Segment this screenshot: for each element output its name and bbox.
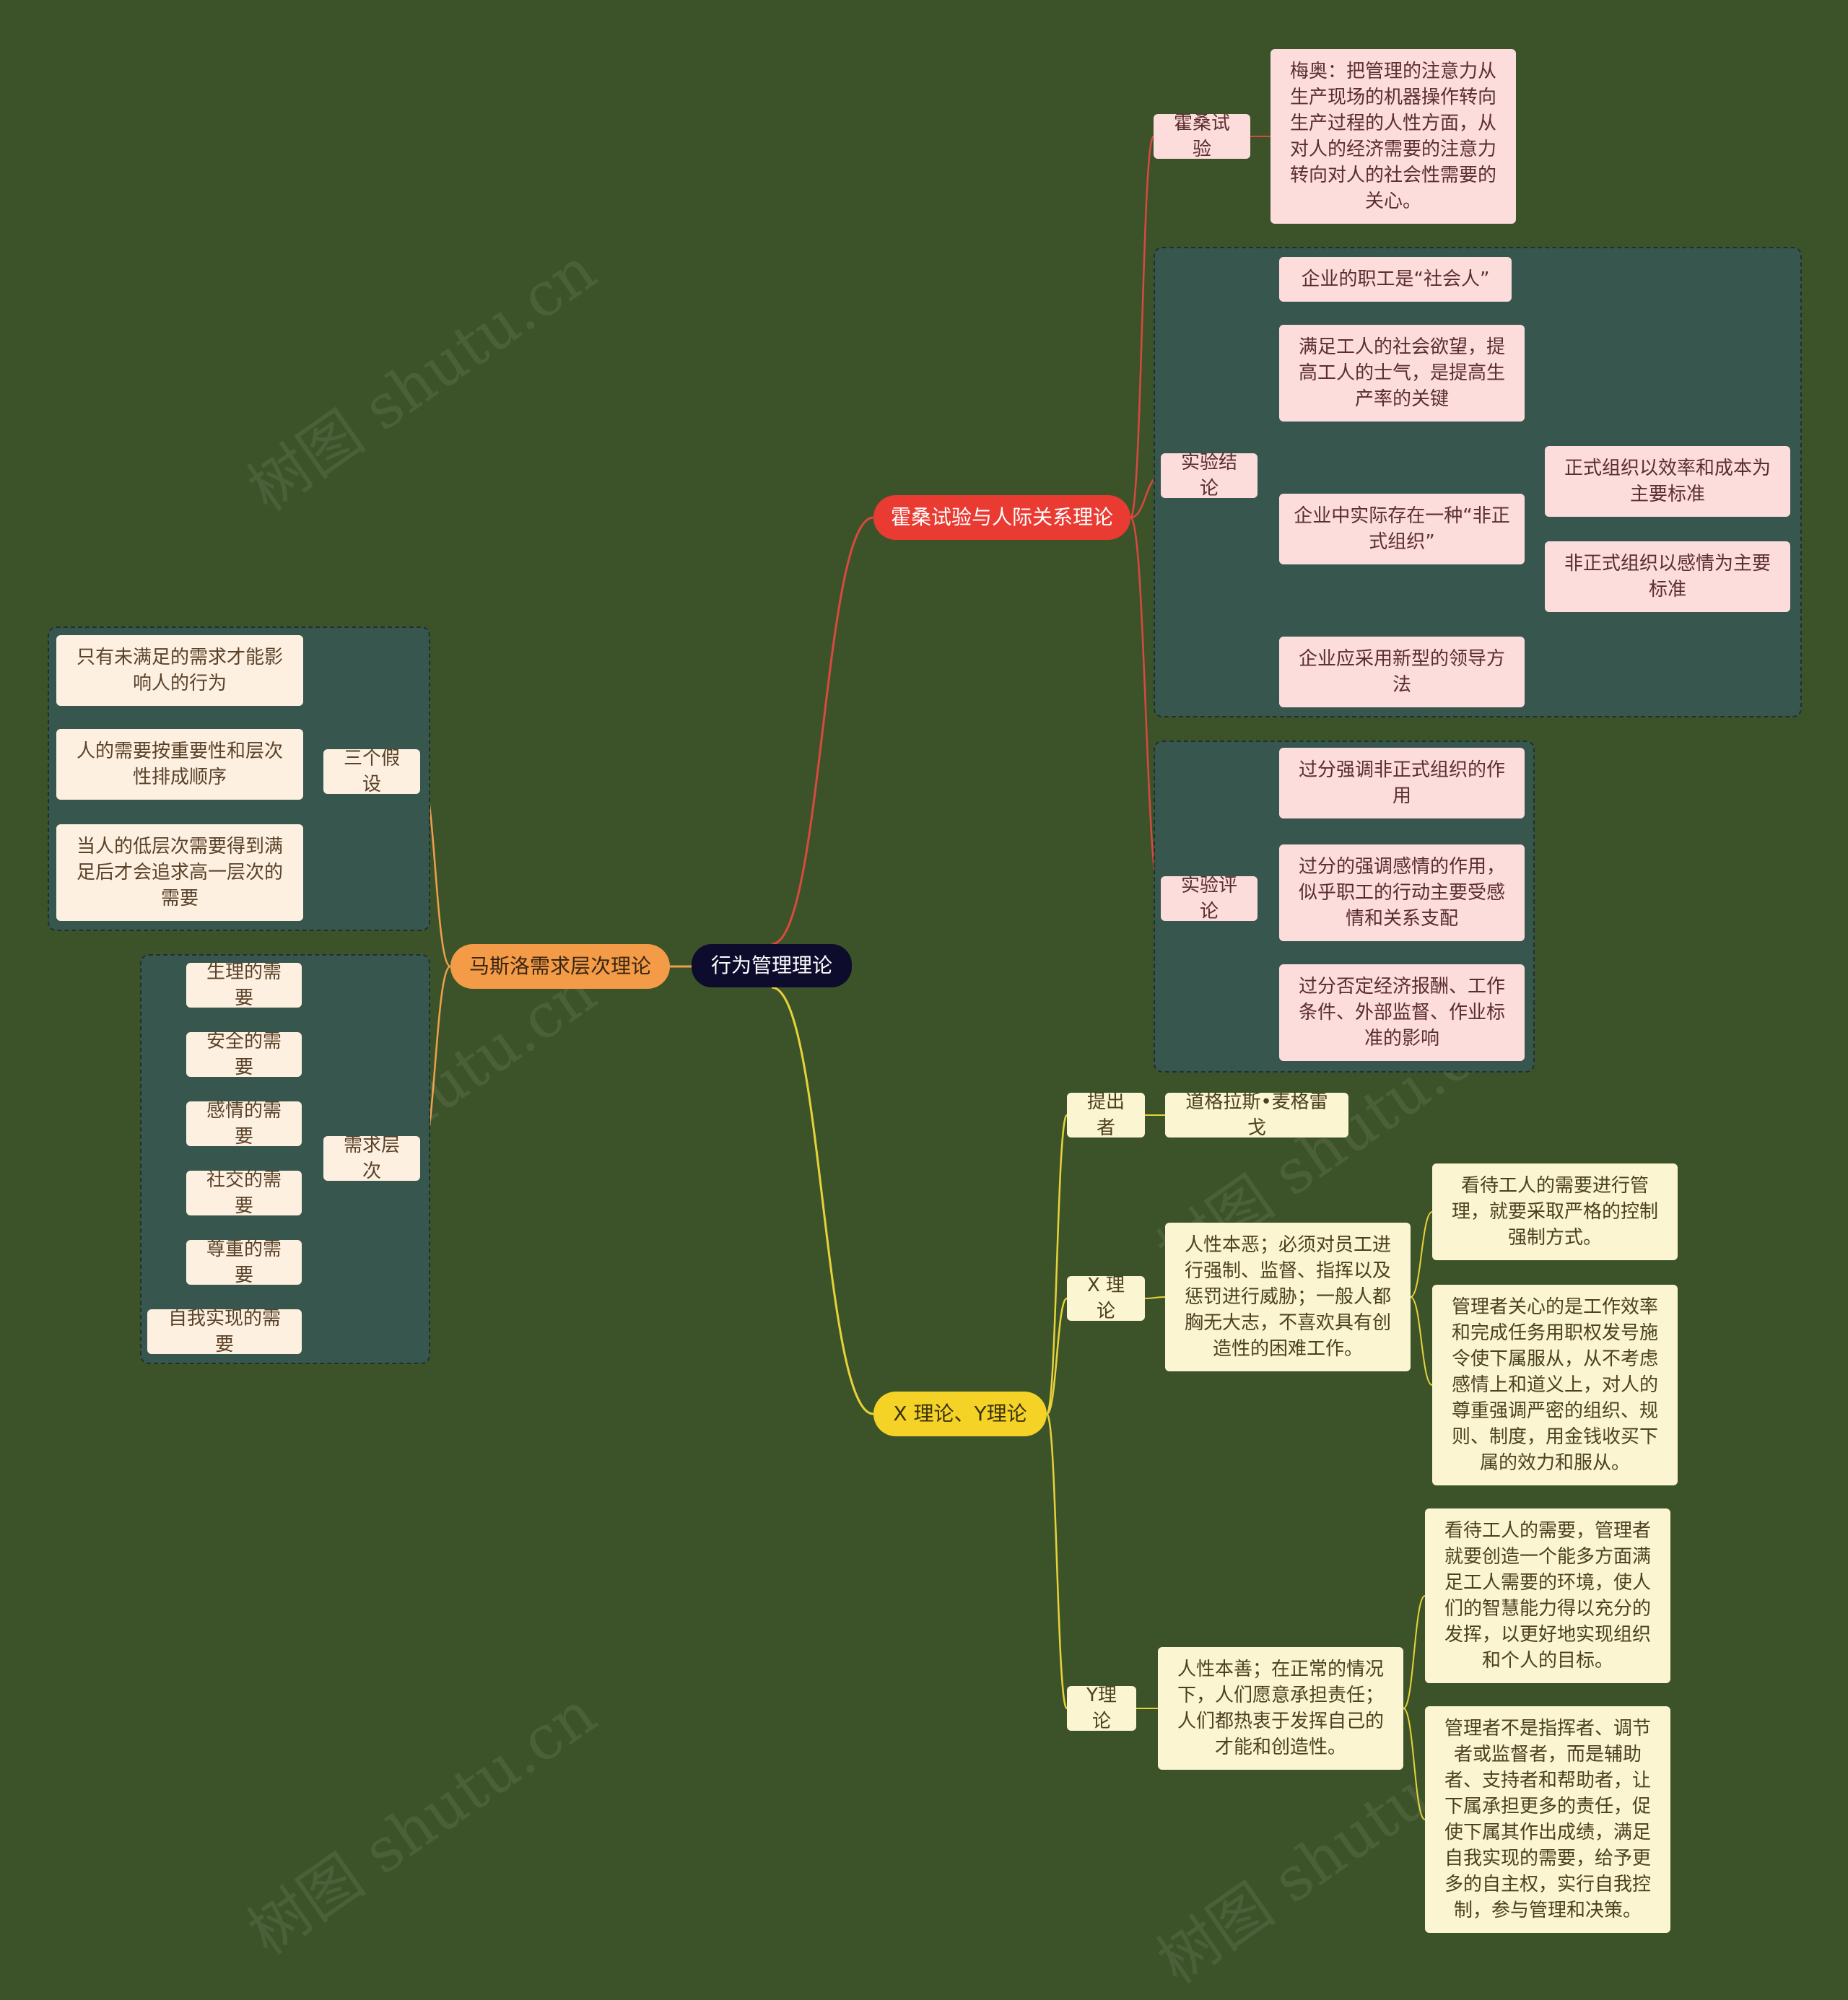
conclusion-label[interactable]: 实验结论	[1161, 452, 1258, 499]
review-label[interactable]: 实验评论	[1161, 875, 1258, 922]
x-theory-label[interactable]: X 理论	[1067, 1275, 1145, 1322]
conclusion-item[interactable]: 企业应采用新型的领导方法	[1279, 637, 1525, 707]
y-theory-summary[interactable]: 人性本善；在正常的情况下，人们愿意承担责任；人们都热衷于发挥自己的才能和创造性。	[1158, 1647, 1403, 1770]
conclusion-item[interactable]: 企业中实际存在一种“非正式组织”	[1279, 494, 1525, 564]
review-item[interactable]: 过分否定经济报酬、工作条件、外部监督、作业标准的影响	[1279, 964, 1525, 1061]
conclusion-sub-item[interactable]: 正式组织以效率和成本为主要标准	[1545, 446, 1790, 517]
conclusion-item[interactable]: 满足工人的社会欲望，提高工人的士气，是提高生产率的关键	[1279, 325, 1525, 422]
hierarchy-item[interactable]: 尊重的需要	[186, 1239, 302, 1286]
review-item[interactable]: 过分强调非正式组织的作用	[1279, 748, 1525, 818]
branch-maslow[interactable]: 马斯洛需求层次理论	[450, 944, 670, 989]
proposer-name[interactable]: 道格拉斯•麦格雷戈	[1165, 1091, 1348, 1139]
connector-line	[1403, 1708, 1426, 1820]
y-theory-detail[interactable]: 看待工人的需要，管理者就要创造一个能多方面满足工人需要的环境，使人们的智慧能力得…	[1425, 1508, 1670, 1683]
connector-line	[1045, 1297, 1068, 1415]
hierarchy-item[interactable]: 生理的需要	[186, 961, 302, 1009]
mayo-note[interactable]: 梅奥：把管理的注意力从生产现场的机器操作转向生产过程的人性方面，从对人的经济需要…	[1270, 49, 1516, 224]
conclusion-item[interactable]: 企业的职工是“社会人”	[1279, 257, 1512, 302]
connector-line	[771, 986, 874, 1415]
hierarchy-item[interactable]: 感情的需要	[186, 1100, 302, 1148]
x-theory-summary[interactable]: 人性本恶；必须对员工进行强制、监督、指挥以及惩罚进行威胁；一般人都胸无大志，不喜…	[1165, 1223, 1411, 1371]
connector-line	[771, 516, 874, 946]
connector-line	[1129, 135, 1155, 519]
connector-line	[1045, 1114, 1068, 1415]
assumption-item[interactable]: 只有未满足的需求才能影响人的行为	[56, 635, 303, 706]
hierarchy-label[interactable]: 需求层次	[323, 1135, 420, 1182]
y-theory-label[interactable]: Y理论	[1067, 1685, 1136, 1732]
connector-line	[1144, 1296, 1166, 1299]
hierarchy-item[interactable]: 自我实现的需要	[147, 1308, 302, 1355]
review-item[interactable]: 过分的强调感情的作用，似乎职工的行动主要受感情和关系支配	[1279, 844, 1525, 941]
connector-line	[1045, 1412, 1068, 1710]
x-theory-detail[interactable]: 看待工人的需要进行管理，就要采取严格的控制强制方式。	[1432, 1163, 1678, 1260]
hierarchy-item[interactable]: 安全的需要	[186, 1031, 302, 1078]
conclusion-sub-item[interactable]: 非正式组织以感情为主要标准	[1545, 541, 1790, 612]
branch-hawthorne[interactable]: 霍桑试验与人际关系理论	[873, 495, 1130, 540]
connector-line	[1410, 1211, 1433, 1298]
connector-line	[1403, 1595, 1426, 1709]
proposer-label[interactable]: 提出者	[1067, 1091, 1145, 1139]
assumption-item[interactable]: 人的需要按重要性和层次性排成顺序	[56, 729, 303, 800]
hierarchy-item[interactable]: 社交的需要	[186, 1169, 302, 1217]
x-theory-detail[interactable]: 管理者关心的是工作效率和完成任务用职权发号施令使下属服从，从不考虑感情上和道义上…	[1432, 1285, 1678, 1485]
assumptions-label[interactable]: 三个假设	[323, 748, 420, 795]
hawthorne-experiment[interactable]: 霍桑试验	[1154, 113, 1250, 160]
assumption-item[interactable]: 当人的低层次需要得到满足后才会追求高一层次的需要	[56, 824, 303, 921]
y-theory-detail[interactable]: 管理者不是指挥者、调节者或监督者，而是辅助者、支持者和帮助者，让下属承担更多的责…	[1425, 1706, 1670, 1933]
root-node[interactable]: 行为管理理论	[692, 944, 852, 987]
branch-xy[interactable]: X 理论、Y理论	[873, 1392, 1047, 1436]
connector-line	[1410, 1296, 1433, 1386]
